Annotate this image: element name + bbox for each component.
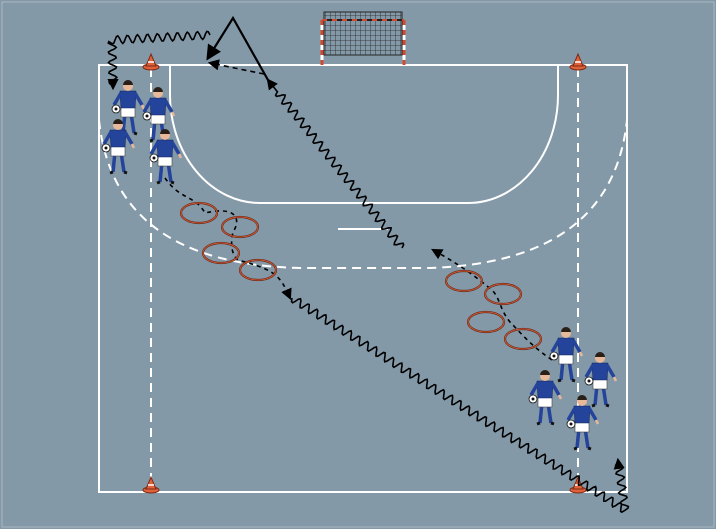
court-surface	[0, 0, 716, 529]
drill-diagram	[0, 0, 716, 529]
